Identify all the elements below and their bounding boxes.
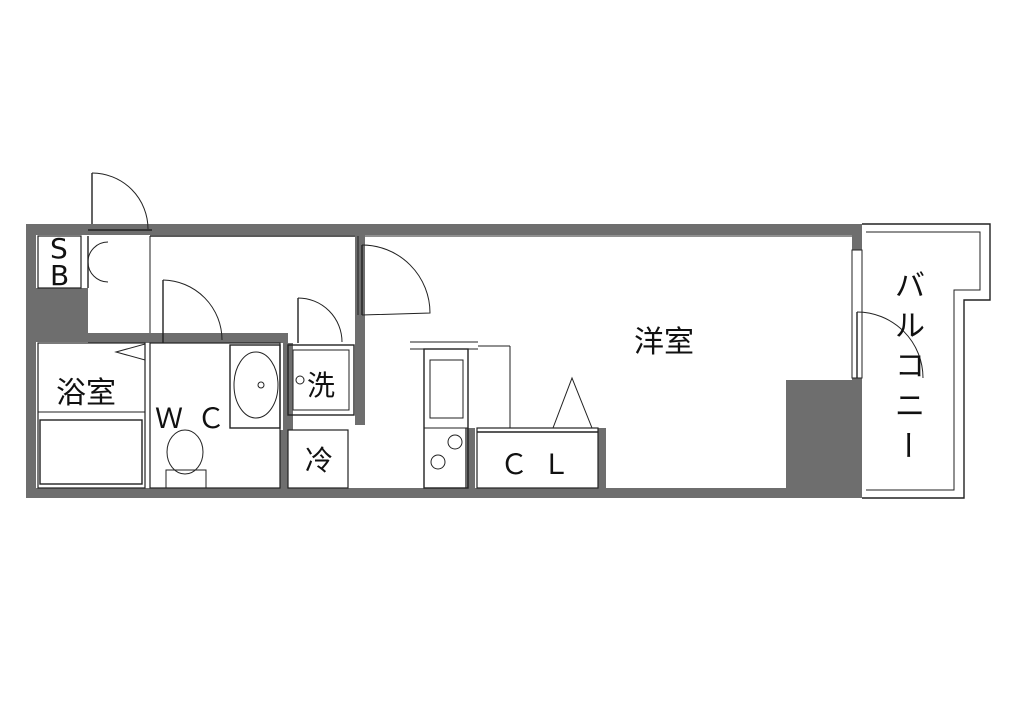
balcony-door	[851, 249, 924, 379]
partitions	[150, 235, 852, 315]
shoe-box-label-b: B	[50, 259, 69, 292]
balcony-label-1: バ	[895, 269, 925, 304]
room-areas	[37, 235, 599, 489]
fridge-label: 冷	[305, 444, 333, 477]
entrance-door	[88, 172, 152, 333]
toilet	[165, 429, 207, 489]
shoe-box-label-s: S	[50, 232, 68, 265]
balcony-label-5: ー	[889, 430, 924, 460]
balcony-label-2: ル	[895, 309, 925, 344]
closet-door	[477, 376, 598, 433]
bathtub	[38, 343, 146, 485]
kitchen-counter	[410, 341, 511, 489]
balcony-label-4: ニ	[895, 389, 925, 424]
western-room-label: 洋室	[634, 325, 694, 360]
balcony-label-3: コ	[895, 349, 925, 384]
laundry-pan	[287, 344, 355, 416]
wc-door	[162, 279, 223, 343]
shoe-box-doors	[87, 236, 109, 288]
wc-label: ＷＣ	[155, 403, 239, 434]
balcony-outline	[862, 223, 991, 499]
room-door	[361, 244, 431, 316]
bath-label: 浴室	[56, 376, 116, 411]
laundry-label: 洗	[307, 369, 335, 402]
washbasin	[229, 344, 281, 429]
closet-label: ＣＬ	[500, 449, 584, 480]
laundry-door	[297, 297, 343, 343]
